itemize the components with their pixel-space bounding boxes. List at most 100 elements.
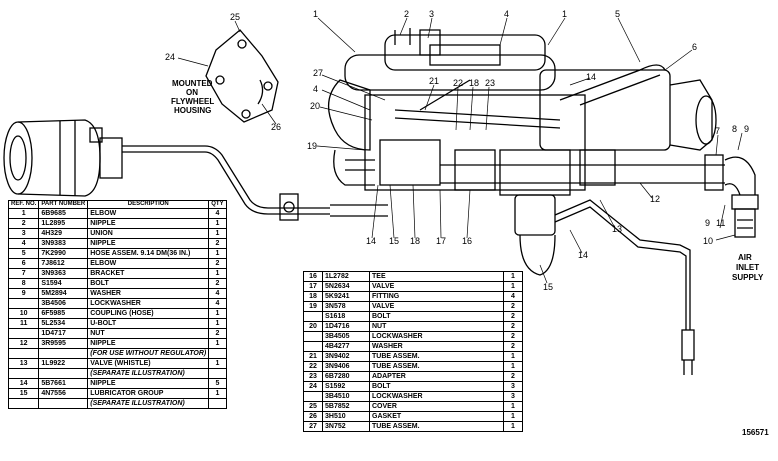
cell-desc: ELBOW [87,208,210,219]
col-ref: REF. NO. [7,200,40,209]
callout-12: 12 [650,194,660,204]
callout-14a: 14 [586,72,596,82]
cell-qty: 1 [503,281,523,292]
cell-qty: 1 [208,388,227,399]
cell-qty: 1 [503,271,523,282]
cell-ref: 13 [7,358,40,369]
cell-ref [303,341,323,352]
cell-desc: LOCKWASHER [87,298,210,309]
cell-qty: 3 [503,391,523,402]
air-line-1: AIR [738,253,752,262]
callout-25: 25 [230,12,240,22]
cell-qty: 1 [208,248,227,259]
cell-ref [303,391,323,402]
callout-27: 27 [313,68,323,78]
cell-part [38,398,89,409]
cell-ref: 4 [7,238,40,249]
cell-desc: VALVE [369,301,504,312]
col-part-number: PART NUMBER [38,200,89,209]
note-line-3: FLYWHEEL [171,97,214,106]
cell-desc: VALVE [369,281,504,292]
cell-qty: 4 [503,291,523,302]
cell-part: 1D4717 [38,328,89,339]
callout-7: 7 [715,126,720,136]
cell-desc: COUPLING (hose) [87,308,210,319]
air-supply-line [204,145,388,221]
cell-ref: 7 [7,268,40,279]
cell-ref: 1 [7,208,40,219]
cell-ref: 24 [303,381,323,392]
callout-4b: 4 [313,84,318,94]
table-row: (Separate Illustration) [7,398,227,409]
cell-desc: COVER [369,401,504,412]
cell-desc: WASHER [369,341,504,352]
cell-part: S1618 [322,311,370,322]
engine-assembly [328,28,717,196]
table-row: (For Use Without Regulator) [7,348,227,359]
cell-qty: 2 [208,328,227,339]
cell-part: 3N578 [322,301,370,312]
callout-15: 15 [543,282,553,292]
cell-part [38,368,89,379]
callout-8: 8 [732,124,737,134]
callout-5: 5 [615,9,620,19]
callout-11: 11 [716,218,725,228]
cell-qty: 1 [208,358,227,369]
cell-ref [7,298,40,309]
cell-part: 5K9241 [322,291,370,302]
cell-part: 6B7280 [322,371,370,382]
cell-qty: 2 [503,321,523,332]
cell-part: 5L2534 [38,318,89,329]
cell-qty: 1 [208,338,227,349]
flywheel-cover [205,29,279,123]
cell-ref: 3 [7,228,40,239]
cell-ref: 20 [303,321,323,332]
cell-part: 3N752 [322,421,370,432]
cell-qty: 1 [503,351,523,362]
cell-qty: 4 [208,298,227,309]
cell-ref: 14 [7,378,40,389]
figure-number: 156571 [742,428,769,437]
cell-ref [303,311,323,322]
lubricator [514,194,695,375]
cell-part: S1594 [38,278,89,289]
callout-1a: 1 [313,9,318,19]
cell-part: 1L2782 [322,271,370,282]
cell-qty: 2 [208,238,227,249]
cell-qty: 2 [503,341,523,352]
cell-desc: (Separate Illustration) [87,368,210,379]
cell-desc: ELBOW [87,258,210,269]
callout-14c: 14 [366,236,376,246]
note-line-1: MOUNTED [172,79,213,88]
cell-ref: 22 [303,361,323,372]
cell-qty: 1 [503,421,523,432]
cell-part: 3N9383 [38,238,89,249]
cell-ref: 18 [303,291,323,302]
cell-desc: WASHER [87,288,210,299]
cell-part: 5N2634 [322,281,370,292]
cell-desc: BOLT [369,381,504,392]
cell-part: 4B4277 [322,341,370,352]
cell-ref: 6 [7,258,40,269]
cell-part: 3N9406 [322,361,370,372]
